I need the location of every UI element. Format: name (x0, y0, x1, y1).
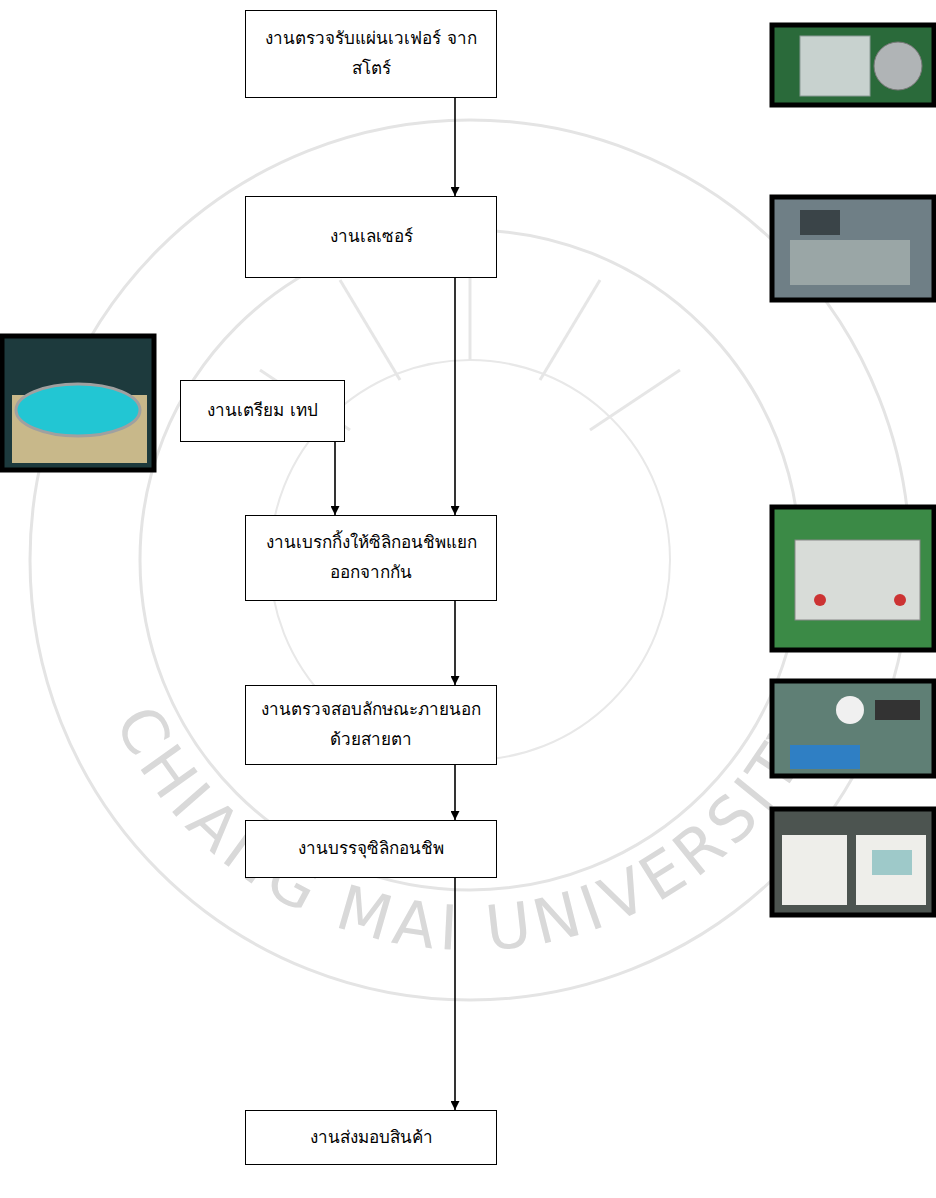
box-label: งานส่งมอบสินค้า (310, 1123, 433, 1153)
box-label: งานตรวจรับแผ่นเวเฟอร์ จากสโตร์ (256, 24, 486, 84)
box-label: งานเบรกกิ้งให้ซิลิกอนชิพแยก ออกจากกัน (256, 528, 486, 588)
process-box: งานเลเซอร์ (245, 196, 497, 278)
tape-photo (2, 336, 154, 470)
watermark-ring (140, 230, 800, 890)
flow-arrow (454, 278, 456, 515)
packing-photo (772, 809, 934, 915)
laser-photo (772, 197, 934, 300)
box-label: งานบรรจุซิลิกอนชิพ (298, 834, 444, 864)
flow-arrow (454, 765, 456, 820)
box-label: งานเตรียม เทป (207, 396, 317, 426)
flow-arrow (334, 442, 336, 515)
box-label: งานตรวจสอบลักษณะภายนอก ด้วยสายตา (256, 695, 486, 755)
box-label: งานเลเซอร์ (330, 222, 413, 252)
flow-arrow (454, 878, 456, 1110)
wafer-photo (772, 25, 934, 105)
process-box: งานเบรกกิ้งให้ซิลิกอนชิพแยก ออกจากกัน (245, 515, 497, 601)
breaking-machine-photo (772, 507, 934, 650)
flow-arrow (454, 98, 456, 196)
flow-arrow (454, 601, 456, 685)
process-box: งานตรวจรับแผ่นเวเฟอร์ จากสโตร์ (245, 10, 497, 98)
process-box: งานบรรจุซิลิกอนชิพ (245, 820, 497, 878)
inspection-photo (772, 681, 934, 776)
process-box: งานตรวจสอบลักษณะภายนอก ด้วยสายตา (245, 685, 497, 765)
process-box: งานเตรียม เทป (180, 380, 345, 442)
process-box: งานส่งมอบสินค้า (245, 1110, 497, 1165)
